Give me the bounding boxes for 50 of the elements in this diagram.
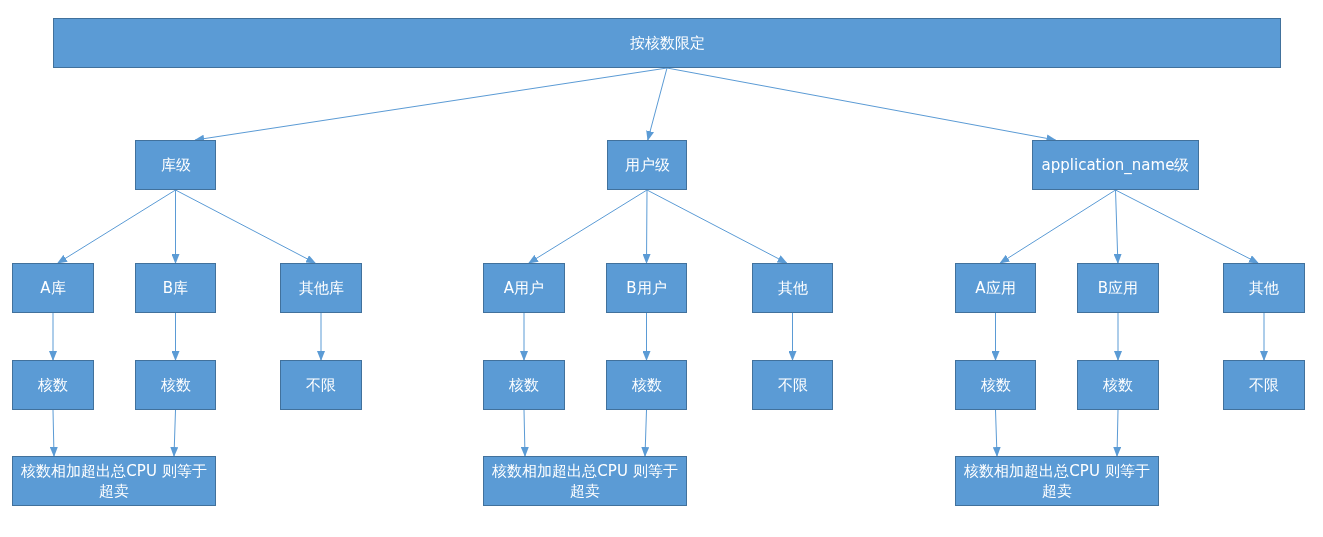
process-box: 用户级 <box>607 140 687 190</box>
arrow <box>175 189 317 264</box>
process-box: B库 <box>135 263 216 313</box>
process-box: 不限 <box>1223 360 1305 410</box>
process-box: 其他 <box>1223 263 1305 313</box>
arrow <box>170 409 179 457</box>
arrow <box>1114 312 1122 361</box>
process-box: application_name级 <box>1032 140 1199 190</box>
process-box: 库级 <box>135 140 216 190</box>
arrow <box>171 312 180 361</box>
arrow <box>49 409 58 457</box>
process-box: A应用 <box>955 263 1036 313</box>
process-box: 按核数限定 <box>53 18 1281 68</box>
process-box: B应用 <box>1077 263 1159 313</box>
arrow <box>991 312 1000 361</box>
process-box: 核数 <box>1077 360 1159 410</box>
arrow <box>49 312 57 361</box>
arrow <box>317 312 325 361</box>
arrow <box>646 189 788 264</box>
arrow <box>171 189 180 264</box>
process-box: 核数 <box>955 360 1036 410</box>
process-box: 其他 <box>752 263 833 313</box>
process-box: 核数 <box>606 360 687 410</box>
arrow <box>528 189 648 264</box>
arrow <box>57 189 176 264</box>
arrow <box>520 312 528 361</box>
arrow <box>642 189 651 264</box>
process-box: 不限 <box>752 360 833 410</box>
process-box: 核数相加超出总CPU 则等于超卖 <box>483 456 687 506</box>
arrow <box>646 67 668 141</box>
process-box: 其他库 <box>280 263 362 313</box>
process-box: 核数相加超出总CPU 则等于超卖 <box>12 456 216 506</box>
process-box: B用户 <box>606 263 687 313</box>
arrow <box>788 312 797 361</box>
process-box: 核数 <box>12 360 94 410</box>
arrow <box>992 409 1001 457</box>
process-box: 不限 <box>280 360 362 410</box>
arrow <box>1115 189 1259 264</box>
arrow <box>520 409 529 457</box>
process-box: 核数相加超出总CPU 则等于超卖 <box>955 456 1159 506</box>
arrow <box>642 312 651 361</box>
arrow <box>1113 189 1122 264</box>
arrow <box>999 189 1116 264</box>
arrow <box>1260 312 1268 361</box>
process-box: A库 <box>12 263 94 313</box>
arrow <box>641 409 650 457</box>
arrow <box>1113 409 1122 457</box>
process-box: A用户 <box>483 263 565 313</box>
process-box: 核数 <box>135 360 216 410</box>
process-box: 核数 <box>483 360 565 410</box>
